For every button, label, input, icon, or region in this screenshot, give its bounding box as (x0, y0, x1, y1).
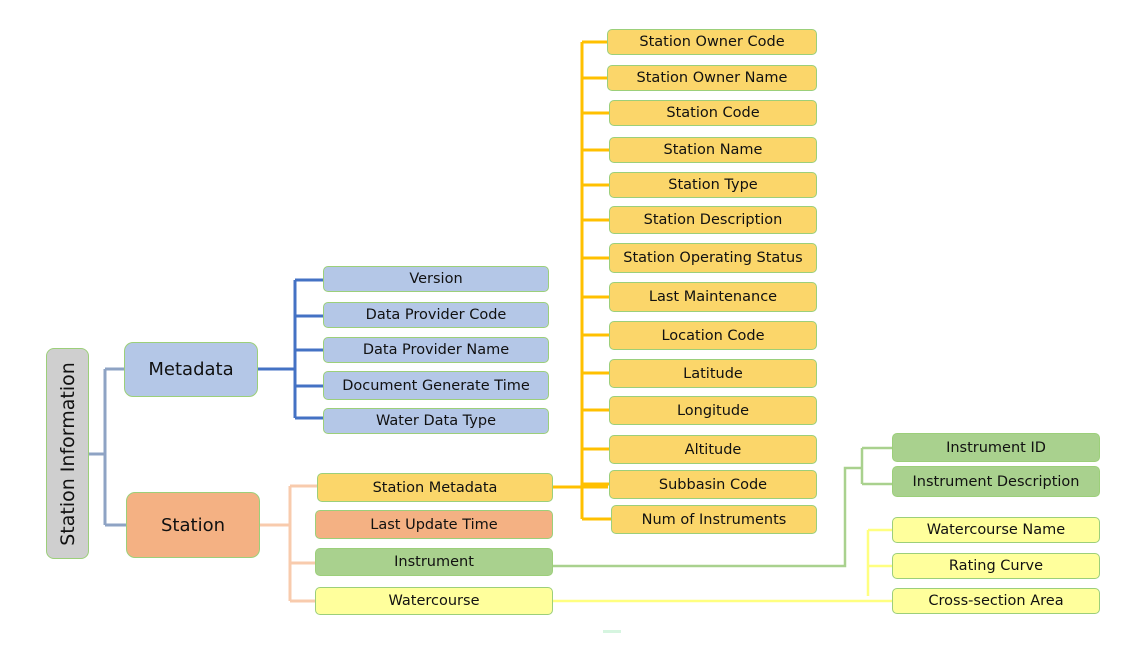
node-label: Last Maintenance (648, 289, 778, 305)
node-version: Version (323, 266, 549, 292)
node-label: Instrument ID (946, 439, 1046, 456)
node-label: Water Data Type (375, 413, 496, 429)
node-watercourse-name: Watercourse Name (892, 517, 1100, 543)
decorative-mark (603, 630, 621, 633)
node-label: Data Provider Name (362, 342, 510, 358)
node-watercourse: Watercourse (315, 587, 553, 615)
node-longitude: Longitude (609, 396, 817, 425)
node-station-owner-name: Station Owner Name (607, 65, 817, 91)
node-label: Watercourse (388, 593, 480, 609)
node-num-of-instruments: Num of Instruments (611, 505, 817, 534)
node-document-generate-time: Document Generate Time (323, 371, 549, 400)
node-label: Rating Curve (948, 558, 1044, 574)
root-connectors (88, 367, 126, 527)
metadata-connectors (258, 278, 323, 420)
node-label: Longitude (676, 402, 750, 419)
node-instrument-id: Instrument ID (892, 433, 1100, 462)
root-label: Station Information (56, 361, 79, 546)
node-latitude: Latitude (609, 359, 817, 388)
node-label: Data Provider Code (365, 307, 507, 323)
node-label: Metadata (148, 359, 234, 380)
node-label: Station Description (643, 212, 783, 228)
node-label: Station (161, 514, 225, 536)
node-label: Instrument (394, 554, 474, 570)
node-water-data-type: Water Data Type (323, 408, 549, 434)
node-instrument: Instrument (315, 548, 553, 576)
node-metadata: Metadata (124, 342, 258, 397)
node-station-operating-status: Station Operating Status (609, 243, 817, 273)
node-label: Location Code (661, 327, 765, 344)
station-connectors (260, 484, 317, 603)
node-rating-curve: Rating Curve (892, 553, 1100, 579)
node-label: Latitude (683, 365, 743, 382)
node-label: Altitude (684, 441, 742, 458)
node-label: Watercourse Name (926, 522, 1066, 538)
node-station: Station (126, 492, 260, 558)
node-last-update-time: Last Update Time (315, 510, 553, 539)
node-cross-section-area: Cross-section Area (892, 588, 1100, 614)
node-station-owner-code: Station Owner Code (607, 29, 817, 55)
root-node-station-information: Station Information (46, 348, 89, 559)
node-last-maintenance: Last Maintenance (609, 282, 817, 312)
node-label: Station Metadata (372, 479, 498, 496)
node-label: Station Owner Code (639, 34, 785, 50)
watercourse-connectors (553, 528, 892, 603)
node-label: Station Code (666, 105, 760, 121)
node-station-type: Station Type (609, 172, 817, 198)
node-label: Num of Instruments (641, 511, 787, 528)
node-altitude: Altitude (609, 435, 817, 464)
node-label: Station Operating Status (623, 250, 803, 266)
node-station-description: Station Description (609, 206, 817, 234)
node-label: Station Name (663, 142, 763, 158)
node-location-code: Location Code (609, 321, 817, 350)
node-station-metadata: Station Metadata (317, 473, 553, 502)
node-label: Subbasin Code (658, 476, 768, 493)
instrument-connectors (553, 446, 892, 568)
node-label: Last Update Time (370, 516, 498, 533)
node-label: Version (409, 271, 463, 287)
node-data-provider-code: Data Provider Code (323, 302, 549, 328)
node-station-code: Station Code (609, 100, 817, 126)
node-label: Cross-section Area (928, 593, 1064, 609)
node-label: Document Generate Time (342, 377, 530, 394)
node-data-provider-name: Data Provider Name (323, 337, 549, 363)
node-label: Instrument Description (912, 473, 1080, 490)
node-label: Station Type (668, 177, 758, 193)
node-subbasin-code: Subbasin Code (609, 470, 817, 499)
node-label: Station Owner Name (636, 70, 788, 86)
node-instrument-description: Instrument Description (892, 466, 1100, 497)
station-metadata-connectors (552, 40, 611, 521)
node-station-name: Station Name (609, 137, 817, 163)
